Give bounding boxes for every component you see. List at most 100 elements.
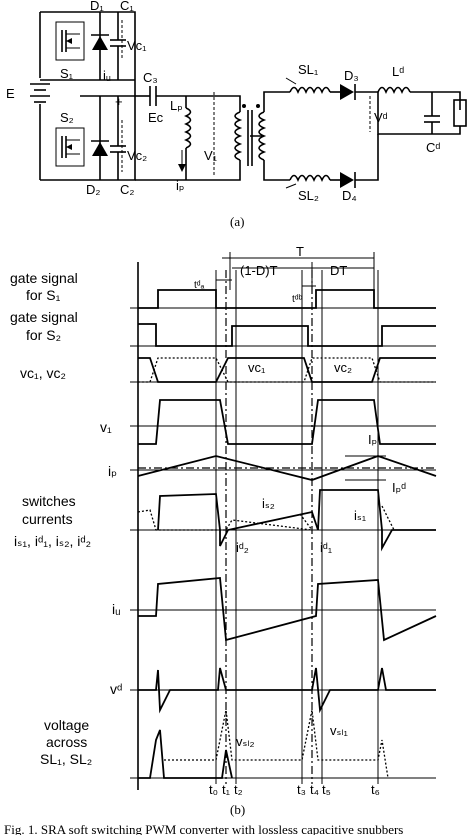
row-label-gate2-b: for S₂ [26,327,61,343]
row-label-vc: vᴄ₁, vᴄ₂ [20,365,66,381]
figure-caption: Fig. 1. SRA soft switching PWM converter… [4,822,403,835]
row-label-gate2-a: gate signal [10,309,78,325]
label-vd: Vᵈ [374,110,388,125]
wire [410,91,461,110]
capacitor-c1 [110,12,126,80]
label-vc2: Vᴄ₂ [127,148,147,163]
wire [216,95,241,112]
label-d4: D₄ [342,188,357,203]
label-c3: C₃ [143,70,158,85]
annotation-vsl1: vₛₗ₁ [330,723,349,738]
switch-s2 [55,127,85,167]
time-label-t4: t₄ [310,782,319,797]
label-c1: C₁ [120,0,134,13]
label-d2: D₂ [86,182,100,197]
annotation-ipd: Iₚᵈ [392,480,406,495]
wire [250,91,290,181]
time-label-t0: t₀ [209,782,218,797]
arrow [285,183,297,189]
label-ec: Eᴄ [148,110,164,125]
label-e: E [6,86,15,101]
label-vc1: Vᴄ₁ [127,38,147,53]
diode-d3 [340,84,354,100]
dot-marker [256,104,260,108]
primary-winding [234,111,243,161]
label-tda: tᵈₐ [194,280,205,291]
label-d1: D₁ [90,0,104,13]
switch-current-d1 [317,489,436,552]
caption-b: (b) [230,802,245,817]
label-cd: Cᵈ [426,140,440,155]
annotation-vc2: vᴄ₂ [334,360,352,375]
label-dt: DT [330,263,347,278]
row-label-gate1-a: gate signal [10,270,78,286]
row-label-vd: vᵈ [110,681,122,697]
capacitor-c2 [110,96,126,180]
diode-d4 [340,172,354,188]
vsl1-wave [138,729,233,779]
label-lp: Lₚ [170,98,183,113]
switch-current-d2 [299,505,395,531]
row-label-voltage-c: SL₁, SL₂ [40,751,92,767]
switch-current-s2 [137,509,313,531]
label-sl2: SL₂ [298,188,319,203]
row-label-switch-currents: iₛ₁, iᵈ₁, iₛ₂, iᵈ₂ [14,533,91,549]
battery-e [26,78,54,104]
switch-current-s1 [157,493,319,547]
label-ld: Lᵈ [392,64,404,79]
time-label-t6: t₆ [371,782,380,797]
time-label-t5: t₅ [322,782,331,797]
row-label-v1: v₁ [100,419,112,435]
inductor-lp [184,107,192,149]
ip-wave [137,455,437,481]
v1-wave [138,399,436,445]
label-tdb: tᵈᵇ [292,294,303,305]
vsl2-wave [164,709,389,779]
dot-marker [242,104,246,108]
inductor-sl1 [289,86,331,94]
annotation-id1: iᵈ₁ [320,540,333,555]
time-label-t2: t₂ [234,782,243,797]
label-sl1: SL₁ [298,62,319,77]
annotation-is2: iₛ₂ [262,496,275,511]
row-label-voltage-a: voltage [44,717,89,733]
vd-wave [138,667,436,714]
secondary-winding [258,111,267,161]
row-label-voltage-b: across [46,734,87,750]
diode-d2 [91,96,109,180]
gate-s1-wave [138,289,436,309]
diode-d1 [91,12,109,80]
vc1-wave [138,357,436,383]
label-s2: S₂ [60,110,74,125]
label-d3: D₃ [344,68,359,83]
row-label-gate1-b: for S₁ [26,287,61,303]
annotation-vsl2: vₛₗ₂ [236,734,255,749]
time-label-t1: t₁ [222,782,231,797]
time-label-t3: t₃ [297,782,306,797]
label-one-minus-dt: (1-D)T [240,263,278,278]
inductor-sl2 [289,174,331,182]
vc2-wave [138,357,436,383]
wire [40,79,135,97]
gate-s2-wave [138,323,436,347]
annotation-ip-peak: Iₚ [368,432,377,447]
capacitor-cd [424,92,440,134]
row-label-ip: iₚ [108,463,117,479]
inductor-ld [377,86,411,94]
label-iu: iᵤ [103,68,111,83]
row-label-iu: iᵤ [112,601,120,617]
period-header [216,252,375,290]
switch-s1 [55,21,85,61]
annotation-is1: iₛ₁ [354,508,367,523]
annotation-vc1: vᴄ₁ [248,360,266,375]
arrow [285,77,297,85]
wire [355,134,379,181]
wire [135,160,241,181]
label-ip: iₚ [176,178,184,193]
row-label-switches-a: switches [22,493,76,509]
row-label-switches-b: currents [22,511,73,527]
annotation-id2: iᵈ₂ [236,540,249,555]
label-s1: S₁ [60,66,74,81]
iu-wave [138,577,437,642]
